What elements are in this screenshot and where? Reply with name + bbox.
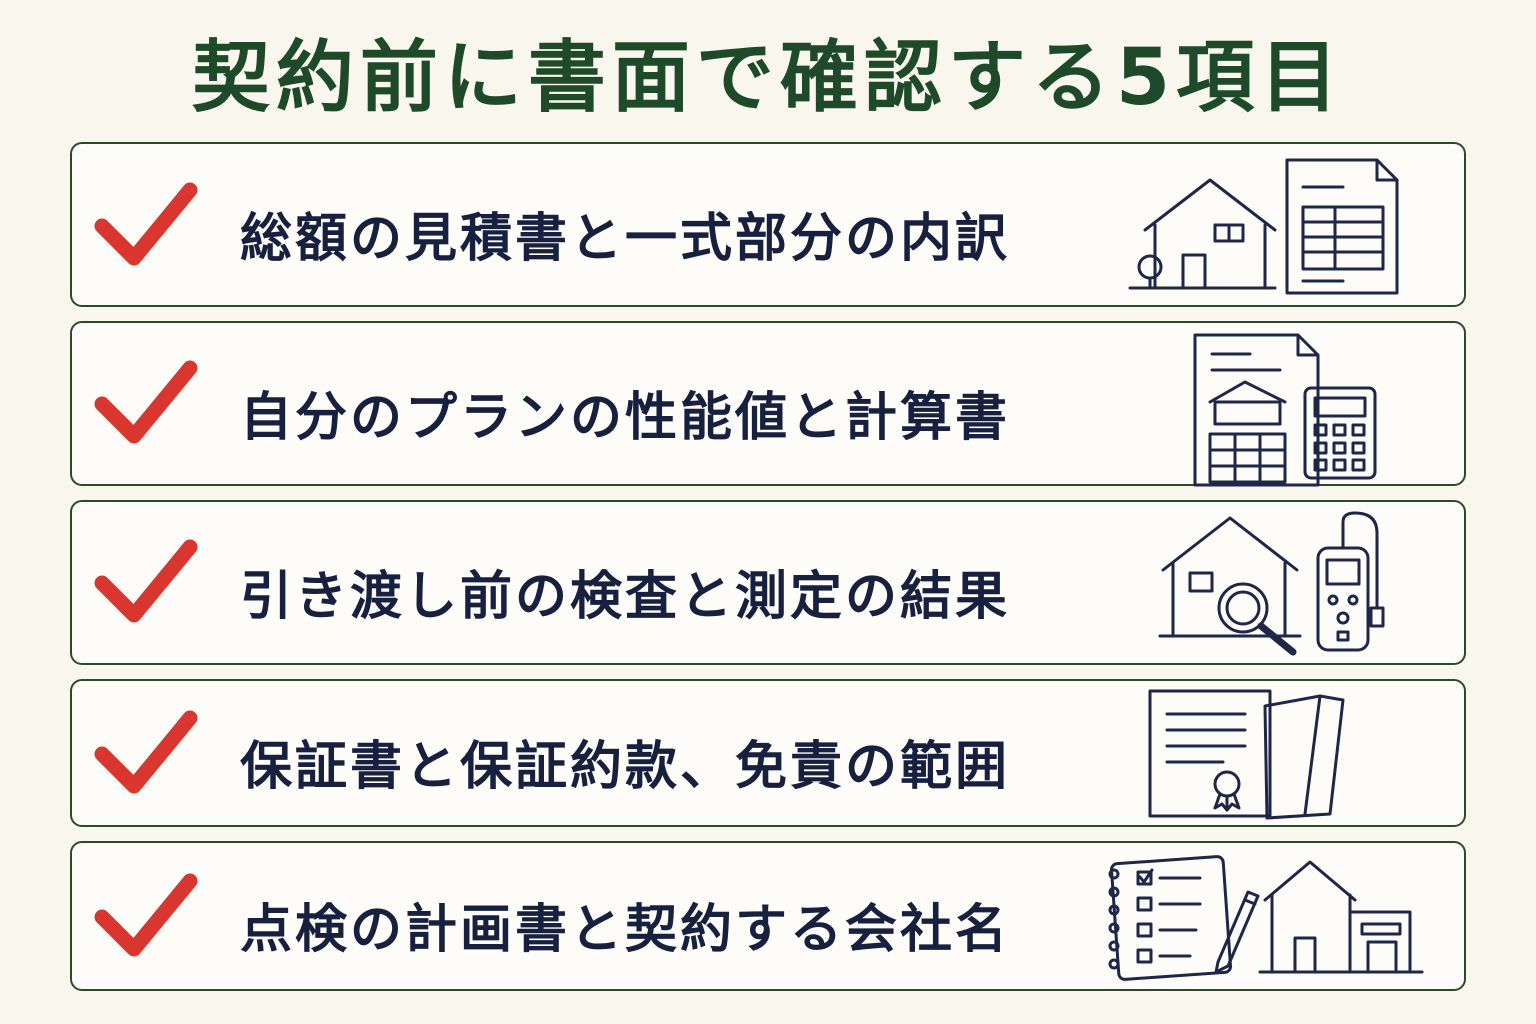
check-mark-icon: [94, 360, 198, 444]
check-mark-icon: [94, 710, 198, 794]
checklist-item-label: 自分のプランの性能値と計算書: [240, 388, 1011, 448]
checklist-item-4: [70, 679, 1466, 827]
checklist-item-label: 点検の計画書と契約する会社名: [240, 900, 1011, 960]
page-title: 契約前に書面で確認する5項目: [191, 33, 1345, 123]
plan-document-and-calculator-icon: [1193, 333, 1377, 487]
checklist-item-5: [70, 841, 1466, 991]
check-mark-icon: [94, 539, 198, 623]
house-and-spreadsheet-document-icon: [1128, 158, 1399, 295]
checklist-item-label: 保証書と保証約款、免責の範囲: [240, 737, 1011, 797]
checklist-pen-and-house-icon: [1108, 855, 1424, 981]
checklist-item-label: 引き渡し前の検査と測定の結果: [240, 567, 1011, 627]
certificate-and-booklet-icon: [1148, 689, 1345, 820]
check-mark-icon: [94, 182, 198, 266]
house-magnifier-and-meter-icon: [1158, 511, 1385, 656]
checklist-item-label: 総額の見積書と一式部分の内訳: [240, 209, 1011, 269]
check-mark-icon: [94, 873, 198, 957]
